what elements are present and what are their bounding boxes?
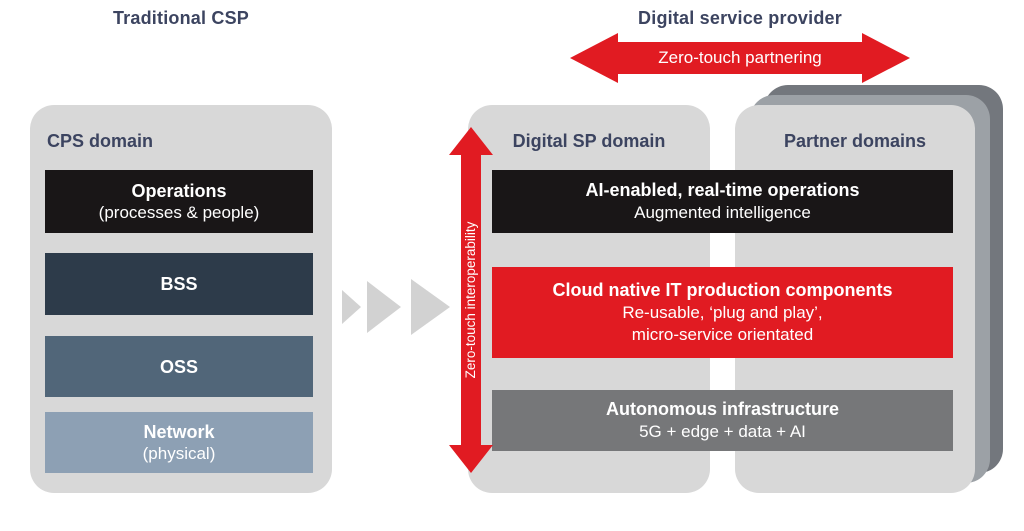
ai-operations-bar: AI-enabled, real-time operations Augment… — [492, 170, 953, 233]
operations-title: Operations — [131, 181, 227, 201]
arrow-right-head-icon — [862, 33, 910, 83]
oss-title: OSS — [159, 356, 198, 377]
operations-box: Operations (processes & people) — [45, 170, 313, 233]
network-subtitle: (physical) — [142, 444, 216, 463]
zero-touch-partnering-label: Zero-touch partnering — [658, 48, 822, 67]
cps-domain-header: CPS domain — [47, 131, 154, 151]
arrow-left-head-icon — [570, 33, 618, 83]
digital-sp-domain-header: Digital SP domain — [512, 131, 666, 151]
arrow-up-head-icon — [449, 127, 493, 155]
cloud-native-subtitle-line1: Re-usable, ‘plug and play’, — [622, 303, 823, 322]
transition-chevron-icon — [342, 290, 361, 324]
cloud-native-bar: Cloud native IT production components Re… — [492, 267, 953, 358]
autonomous-infrastructure-title: Autonomous infrastructure — [605, 399, 839, 419]
network-title: Network — [143, 422, 215, 442]
zero-touch-interoperability-arrow-shaft — [461, 154, 481, 446]
zero-touch-partnering-arrow: Zero-touch partnering — [570, 33, 910, 83]
zero-touch-partnering-arrow-body: Zero-touch partnering — [616, 42, 864, 74]
transition-chevron-icon — [411, 279, 450, 335]
cps-domain-panel: CPS domain Operations (processes & peopl… — [30, 105, 332, 493]
operations-subtitle: (processes & people) — [98, 203, 260, 222]
bss-title: BSS — [160, 274, 198, 294]
bss-box: BSS — [45, 253, 313, 315]
zero-touch-interoperability-arrow: Zero-touch interoperability — [449, 127, 493, 473]
ai-operations-subtitle: Augmented intelligence — [634, 203, 811, 222]
cloud-native-title: Cloud native IT production components — [552, 280, 893, 300]
digital-service-provider-title: Digital service provider — [638, 8, 842, 28]
oss-box: OSS — [45, 336, 313, 397]
transition-chevron-icon — [367, 281, 401, 333]
partner-domains-header: Partner domains — [783, 131, 927, 151]
arrow-down-head-icon — [449, 445, 493, 473]
traditional-csp-title: Traditional CSP — [112, 8, 250, 28]
autonomous-infrastructure-subtitle: 5G + edge + data + AI — [639, 422, 806, 441]
zero-touch-interoperability-label: Zero-touch interoperability — [463, 221, 478, 379]
network-box: Network (physical) — [45, 412, 313, 473]
cloud-native-subtitle-line2: micro-service orientated — [631, 325, 814, 344]
autonomous-infrastructure-bar: Autonomous infrastructure 5G + edge + da… — [492, 390, 953, 451]
ai-operations-title: AI-enabled, real-time operations — [585, 180, 860, 200]
